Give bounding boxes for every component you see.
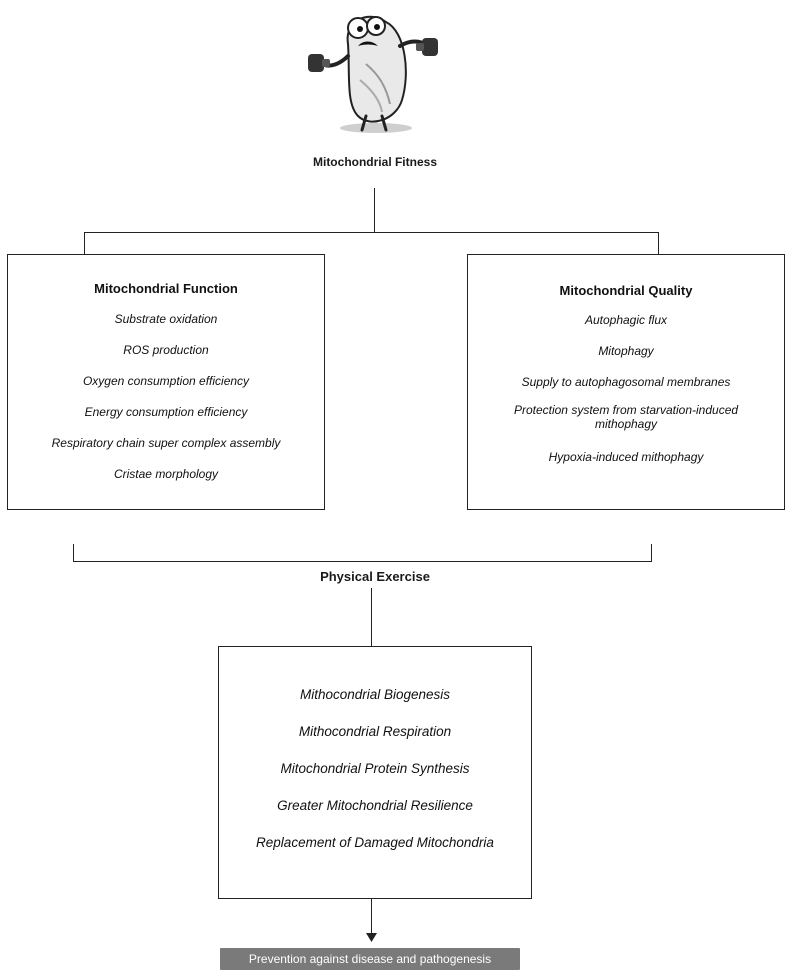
result-banner: Prevention against disease and pathogene…: [220, 948, 520, 970]
right-branch-connector: [658, 232, 659, 254]
outcome-item: Mithocondrial Biogenesis: [299, 687, 451, 702]
function-box: Mitochondrial Function Substrate oxidati…: [7, 254, 325, 510]
left-branch-connector: [84, 232, 85, 254]
root-connector-vertical: [374, 188, 375, 232]
physical-exercise-label: Physical Exercise: [320, 569, 430, 584]
quality-item: Autophagic flux: [584, 313, 668, 327]
function-item: Respiratory chain super complex assembly: [51, 436, 281, 450]
root-connector-horizontal: [84, 232, 659, 233]
function-item: ROS production: [123, 343, 209, 357]
function-item: Cristae morphology: [113, 467, 219, 481]
arrow-down-icon: [366, 933, 377, 942]
outcome-item: Mitochondrial Protein Synthesis: [280, 761, 470, 776]
outcome-item: Replacement of Damaged Mitochondria: [256, 835, 494, 850]
function-item: Oxygen consumption efficiency: [82, 374, 250, 388]
mitochondrion-mascot-illustration: [308, 15, 438, 133]
quality-box: Mitochondrial Quality Autophagic flux Mi…: [467, 254, 785, 510]
function-item: Energy consumption efficiency: [84, 405, 248, 419]
quality-item: Supply to autophagosomal membranes: [521, 375, 731, 389]
quality-item: Hypoxia-induced mithophagy: [548, 450, 704, 464]
bracket-right-vertical: [651, 544, 652, 562]
bracket-left-vertical: [73, 544, 74, 562]
bracket-horizontal: [73, 561, 652, 562]
function-box-title: Mitochondrial Function: [94, 281, 238, 296]
exercise-connector: [371, 588, 372, 646]
outcome-item: Mithocondrial Respiration: [298, 724, 452, 739]
outcome-items-list: Mithocondrial Biogenesis Mithocondrial R…: [219, 687, 531, 851]
result-arrow-shaft: [371, 899, 372, 937]
outcome-item: Greater Mitochondrial Resilience: [277, 798, 473, 813]
quality-item: Mitophagy: [598, 344, 654, 358]
function-item: Substrate oxidation: [114, 312, 218, 326]
quality-items-list: Autophagic flux Mitophagy Supply to auto…: [468, 313, 784, 464]
quality-item: Protection system from starvation-induce…: [513, 403, 739, 431]
root-title: Mitochondrial Fitness: [312, 155, 437, 169]
function-items-list: Substrate oxidation ROS production Oxyge…: [8, 312, 324, 481]
quality-box-title: Mitochondrial Quality: [559, 283, 693, 298]
outcome-box: Mithocondrial Biogenesis Mithocondrial R…: [218, 646, 532, 899]
